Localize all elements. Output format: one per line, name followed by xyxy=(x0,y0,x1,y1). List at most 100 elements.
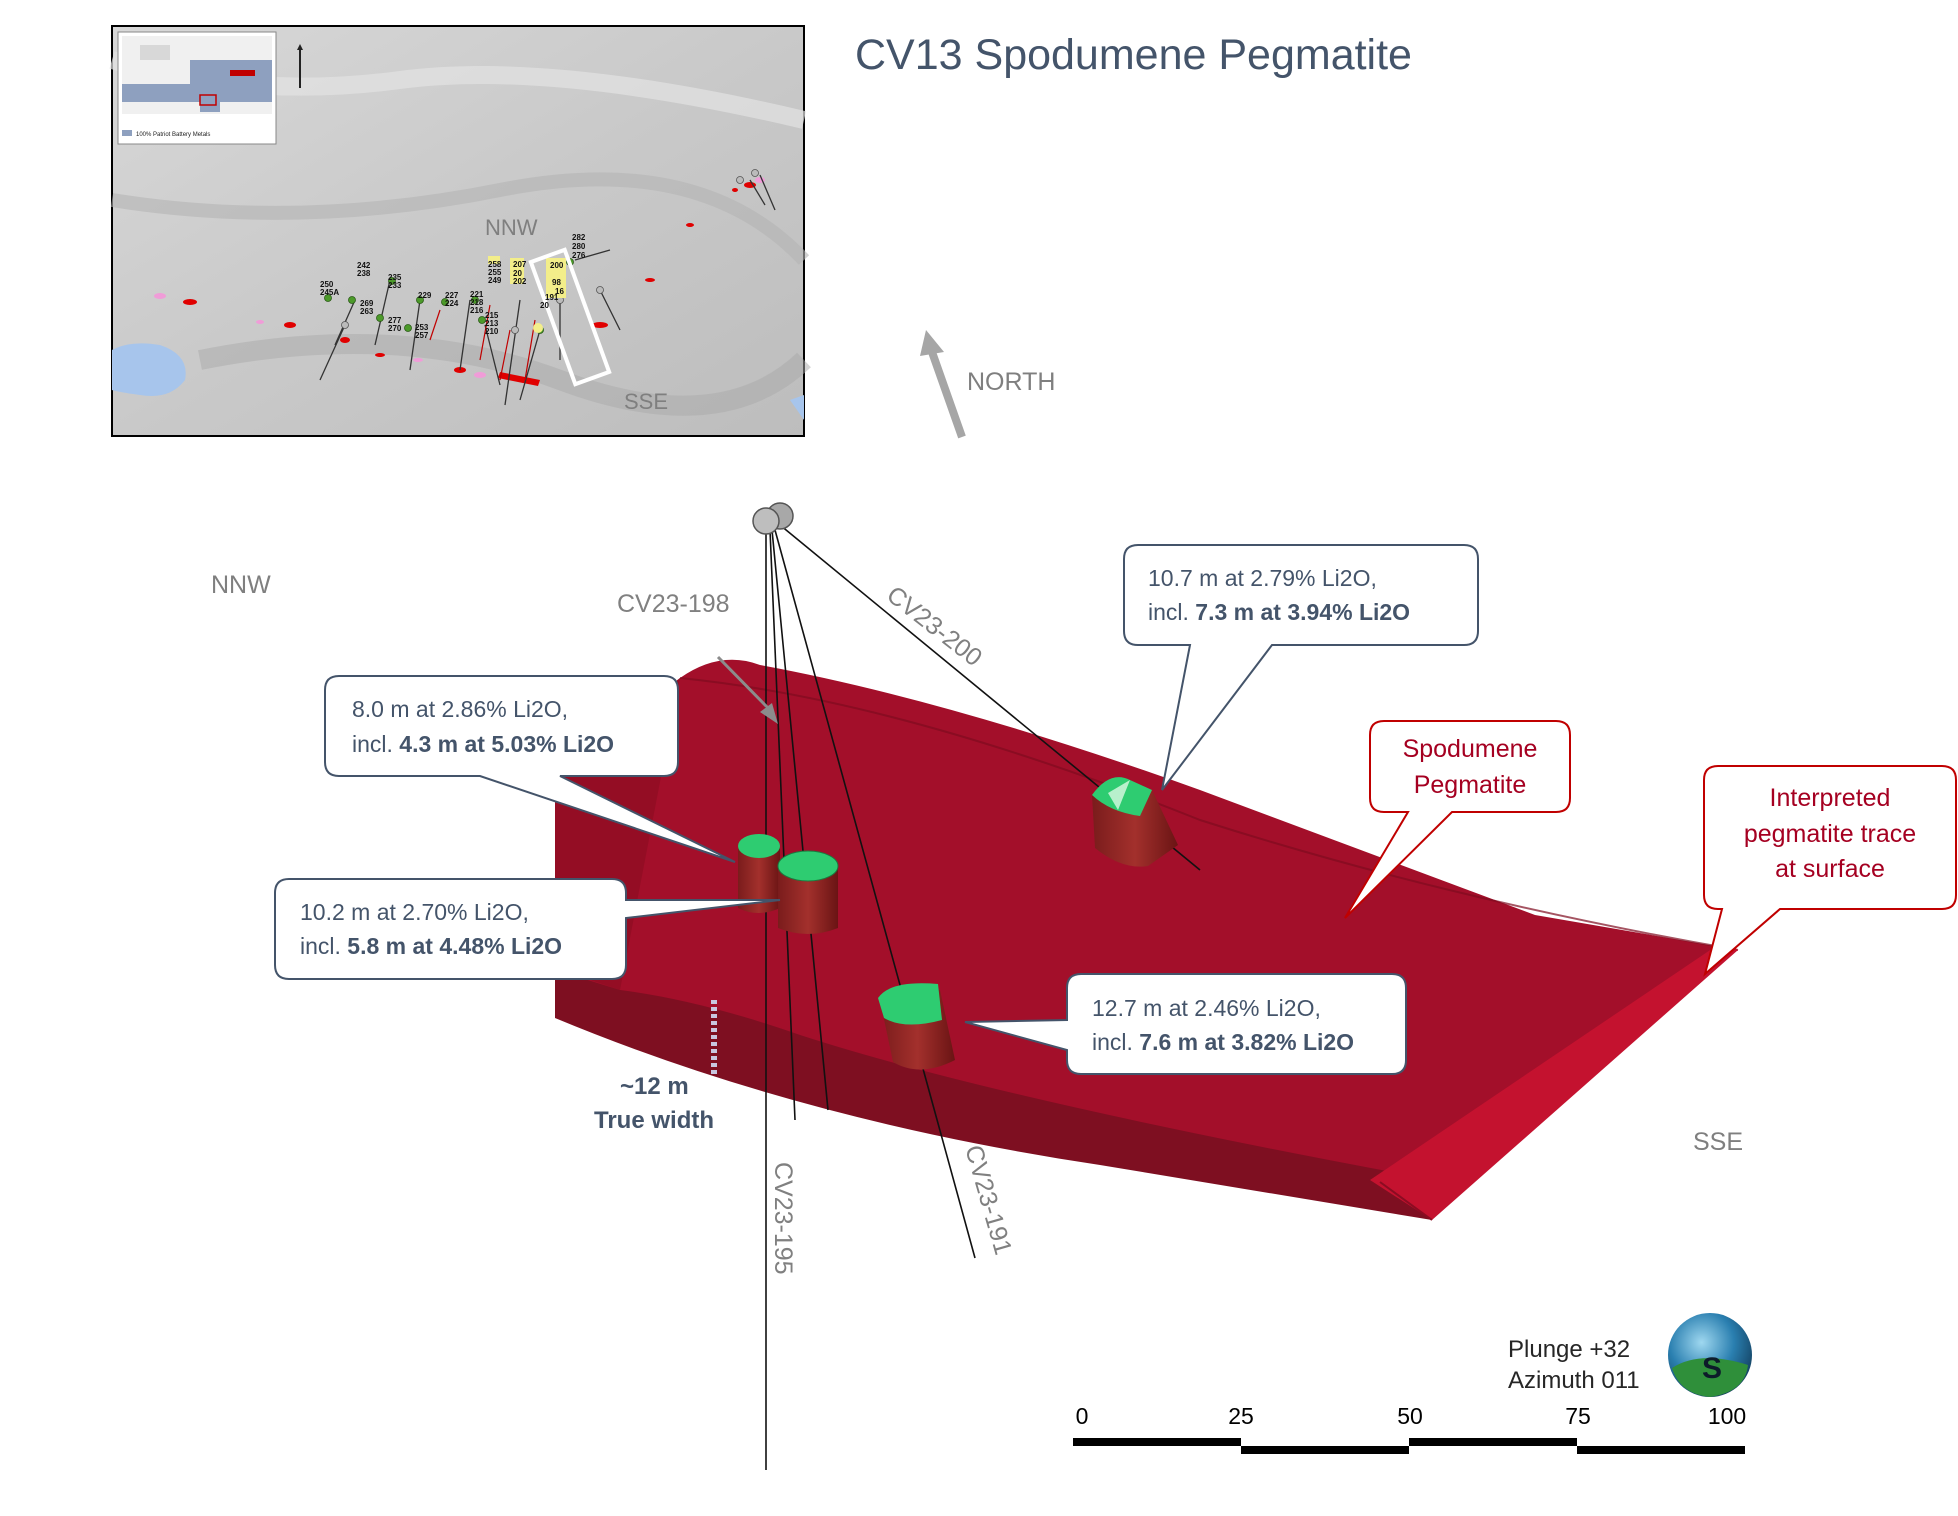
inset-hole-label: 20 xyxy=(513,269,522,278)
callout-cv23-198-a-prefix: incl. xyxy=(352,731,399,757)
inset-hole-label: 277 xyxy=(388,316,402,325)
callout-cv23-198-a-line1: 8.0 m at 2.86% Li2O, xyxy=(352,696,568,722)
hole-label-cv23-195: CV23-195 xyxy=(769,1162,797,1275)
callout-cv23-200-line1: 10.7 m at 2.79% Li2O, xyxy=(1148,565,1377,591)
drill-collars xyxy=(752,502,794,535)
inset-hole-label: 258 xyxy=(488,260,502,269)
intercept-cylinder-cv23-200 xyxy=(1092,777,1178,867)
inset-pegmatite-outcrops xyxy=(183,182,756,386)
callout-cv23-191-bold: 7.6 m at 3.82% Li2O xyxy=(1139,1029,1354,1055)
intercept-cylinder-cv23-198-a xyxy=(738,834,780,913)
lake xyxy=(112,343,186,396)
inset-hole-labels: 250245A242238269263235233277270229253257… xyxy=(320,233,586,340)
spodumene-label-line1: Spodumene xyxy=(1403,735,1538,763)
intercept-cylinder-cv23-198-b xyxy=(777,850,839,934)
orientation-globe-icon: S xyxy=(1668,1313,1752,1397)
inset-hole-label: 235 xyxy=(388,273,402,282)
callout-cv23-200-prefix: incl. xyxy=(1148,599,1195,625)
inset-hole-label: 191 xyxy=(545,293,559,302)
azimuth-text: Azimuth 011 xyxy=(1508,1367,1640,1394)
inset-hole-label: 200 xyxy=(550,261,564,270)
inset-hole-label: 270 xyxy=(388,324,402,333)
inset-highlight-labels xyxy=(488,256,566,333)
page-title: CV13 Spodumene Pegmatite xyxy=(855,31,1412,79)
inset-hole-label: 280 xyxy=(572,242,586,251)
drill-traces xyxy=(765,524,1201,1470)
callout-cv23-198-b-prefix: incl. xyxy=(300,933,347,959)
inset-nnw-label: NNW xyxy=(485,215,538,240)
callout-cv23-198-b-line2: incl. 5.8 m at 4.48% Li2O xyxy=(300,933,562,959)
inset-hole-label: 242 xyxy=(357,261,371,270)
callout-cv23-198-a-bold: 4.3 m at 5.03% Li2O xyxy=(399,731,614,757)
north-arrow: NORTH xyxy=(920,330,1055,439)
inset-hole-label: 215 xyxy=(485,311,499,320)
inset-hole-label: 282 xyxy=(572,233,586,242)
inset-hole-label: 213 xyxy=(485,319,499,328)
north-label: NORTH xyxy=(967,368,1055,396)
inset-hole-label: 221 xyxy=(470,290,484,299)
inset-sse-label: SSE xyxy=(624,389,668,414)
callout-cv23-200-bold: 7.3 m at 3.94% Li2O xyxy=(1195,599,1410,625)
inset-hole-label: 250 xyxy=(320,280,334,289)
cv23-198-pointer xyxy=(716,655,778,724)
inset-hole-label: 229 xyxy=(418,291,432,300)
scale-bar: 0 25 50 75 100 xyxy=(1073,1403,1746,1454)
spodumene-label-line2: Pegmatite xyxy=(1414,771,1527,799)
inset-hole-label: 255 xyxy=(488,268,502,277)
inset-hole-label: 257 xyxy=(415,331,429,340)
callout-cv23-200-line2: incl. 7.3 m at 3.94% Li2O xyxy=(1148,599,1410,625)
svg-text:100% Patriot Battery Metals: 100% Patriot Battery Metals xyxy=(136,132,210,138)
scale-tick-75: 75 xyxy=(1565,1403,1591,1429)
hole-label-cv23-191: CV23-191 xyxy=(959,1142,1017,1258)
inset-hole-label: 20 xyxy=(540,301,549,310)
hole-label-cv23-198: CV23-198 xyxy=(617,590,730,618)
inset-hole-label: 218 xyxy=(470,298,484,307)
true-width-caption: True width xyxy=(594,1107,714,1134)
scale-tick-100: 100 xyxy=(1708,1403,1746,1429)
inset-hole-label: 276 xyxy=(572,251,586,260)
spodumene-pegmatite-label: Spodumene Pegmatite xyxy=(1344,720,1571,919)
inset-hole-label: 238 xyxy=(357,269,371,278)
inset-hole-label: 207 xyxy=(513,260,527,269)
inset-north-arrow xyxy=(297,44,303,88)
callout-cv23-200: 10.7 m at 2.79% Li2O, incl. 7.3 m at 3.9… xyxy=(1123,544,1479,791)
inset-hole-label: 210 xyxy=(485,327,499,336)
inset-map-legend: 100% Patriot Battery Metals xyxy=(117,31,277,145)
true-width-value: ~12 m xyxy=(620,1073,689,1100)
scale-tick-0: 0 xyxy=(1076,1403,1089,1429)
scale-tick-50: 50 xyxy=(1397,1403,1423,1429)
callout-cv23-198-b-line1: 10.2 m at 2.70% Li2O, xyxy=(300,899,529,925)
inset-hole-label: 227 xyxy=(445,291,459,300)
interpreted-trace-label: Interpreted pegmatite trace at surface xyxy=(1703,765,1957,977)
inset-hole-label: 249 xyxy=(488,276,502,285)
sse-label: SSE xyxy=(1693,1128,1743,1156)
callout-cv23-191-line1: 12.7 m at 2.46% Li2O, xyxy=(1092,995,1321,1021)
callout-cv23-198-a: 8.0 m at 2.86% Li2O, incl. 4.3 m at 5.03… xyxy=(324,675,736,863)
callout-cv23-198-a-line2: incl. 4.3 m at 5.03% Li2O xyxy=(352,731,614,757)
interpreted-label-line1: Interpreted xyxy=(1770,784,1891,812)
plunge-text: Plunge +32 xyxy=(1508,1336,1630,1363)
inset-hole-label: 202 xyxy=(513,277,527,286)
inset-hole-label: 224 xyxy=(445,299,459,308)
inset-section-box xyxy=(528,247,612,387)
intercept-cylinder-cv23-191 xyxy=(878,983,955,1070)
callout-cv23-198-b-bold: 5.8 m at 4.48% Li2O xyxy=(347,933,562,959)
inset-hole-label: 16 xyxy=(555,287,564,296)
inset-hole-label: 233 xyxy=(388,281,402,290)
inset-hole-label: 269 xyxy=(360,299,374,308)
inset-hole-label: 98 xyxy=(552,278,561,287)
pegmatite-top-face xyxy=(555,659,1738,1180)
callout-cv23-198-b: 10.2 m at 2.70% Li2O, incl. 5.8 m at 4.4… xyxy=(274,878,781,980)
callout-cv23-191-prefix: incl. xyxy=(1092,1029,1139,1055)
interpreted-label-line2: pegmatite trace xyxy=(1744,820,1916,848)
inset-hole-label: 245A xyxy=(320,288,339,297)
globe-letter: S xyxy=(1702,1352,1722,1385)
nnw-label: NNW xyxy=(211,571,271,599)
callout-cv23-191-line2: incl. 7.6 m at 3.82% Li2O xyxy=(1092,1029,1354,1055)
inset-hole-label: 263 xyxy=(360,307,374,316)
callout-cv23-191: 12.7 m at 2.46% Li2O, incl. 7.6 m at 3.8… xyxy=(964,973,1407,1075)
interpreted-label-line3: at surface xyxy=(1775,855,1885,883)
inset-hole-label: 216 xyxy=(470,306,484,315)
hole-label-cv23-200: CV23-200 xyxy=(881,581,987,672)
